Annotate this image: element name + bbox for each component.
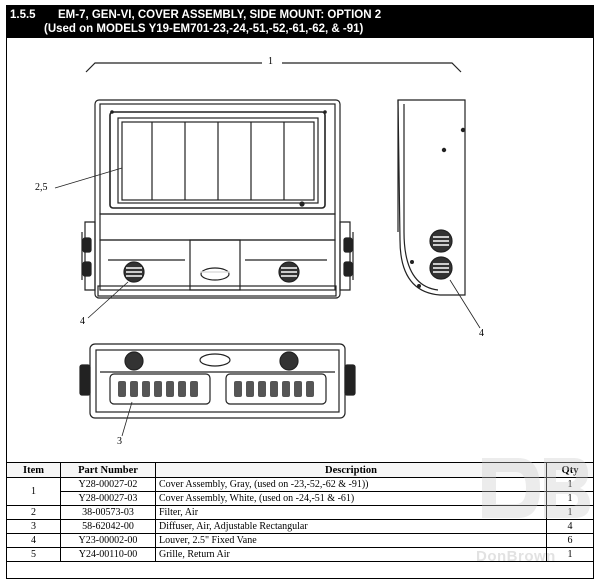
- row-description: Grille, Return Air: [155, 547, 547, 562]
- row-part-number: 38-00573-03: [60, 505, 156, 520]
- page-frame: [6, 38, 594, 579]
- row-description: Cover Assembly, White, (used on -24,-51 …: [155, 491, 547, 506]
- diffuser-slots: [118, 381, 314, 397]
- table-row: 2 38-00573-03 Filter, Air 1: [6, 505, 594, 520]
- row-part-number: Y28-00027-03: [60, 491, 156, 506]
- callout-diffuser: 3: [117, 436, 122, 447]
- assembly-drawing: [54, 62, 481, 437]
- side-view: [397, 99, 466, 296]
- table-row: 1 Y28-00027-02 Cover Assembly, Gray, (us…: [6, 477, 594, 506]
- table-row: 3 58-62042-00 Diffuser, Air, Adjustable …: [6, 519, 594, 534]
- row-item: 1: [6, 477, 61, 506]
- row-qty: 1: [546, 547, 594, 562]
- row-description: Diffuser, Air, Adjustable Rectangular: [155, 519, 547, 534]
- row-description: Cover Assembly, Gray, (used on -23,-52,-…: [155, 477, 547, 492]
- table-row: Y28-00027-03 Cover Assembly, White, (use…: [7, 491, 594, 506]
- header-qty: Qty: [546, 462, 594, 478]
- row-item: 4: [6, 533, 61, 548]
- table-header-row: Item Part Number Description Qty: [6, 462, 594, 478]
- header-part-number: Part Number: [60, 462, 156, 478]
- row-description: Louver, 2.5" Fixed Vane: [155, 533, 547, 548]
- callout-louver-side: 4: [479, 328, 484, 339]
- table-row: 4 Y23-00002-00 Louver, 2.5" Fixed Vane 6: [6, 533, 594, 548]
- section-number: 1.5.5: [10, 9, 36, 21]
- header-description: Description: [155, 462, 547, 478]
- section-subtitle: (Used on MODELS Y19-EM701-23,-24,-51,-52…: [44, 23, 364, 35]
- front-view: [81, 99, 354, 299]
- watermark-text: DonBrown: [476, 548, 556, 565]
- row-qty: 6: [546, 533, 594, 548]
- callout-grille: 2,5: [35, 182, 48, 193]
- section-header: 1.5.5 EM-7, GEN-VI, COVER ASSEMBLY, SIDE…: [6, 5, 594, 38]
- table-row: 5 Y24-00110-00 Grille, Return Air 1: [6, 547, 594, 562]
- row-item: 3: [6, 519, 61, 534]
- row-part-number: Y24-00110-00: [60, 547, 156, 562]
- row-item: 2: [6, 505, 61, 520]
- row-item: 5: [6, 547, 61, 562]
- row-qty: 1: [546, 505, 594, 520]
- dimension-line: [85, 62, 462, 73]
- parts-table: Item Part Number Description Qty 1 Y28-0…: [6, 462, 594, 562]
- header-item: Item: [6, 462, 61, 478]
- section-title: EM-7, GEN-VI, COVER ASSEMBLY, SIDE MOUNT…: [58, 9, 382, 21]
- row-part-number: 58-62042-00: [60, 519, 156, 534]
- row-part-number: Y23-00002-00: [60, 533, 156, 548]
- bottom-view: [79, 343, 356, 419]
- row-part-number: Y28-00027-02: [60, 477, 156, 492]
- row-qty: 4: [546, 519, 594, 534]
- row-description: Filter, Air: [155, 505, 547, 520]
- row-qty: 1: [546, 477, 594, 492]
- callout-louver-front: 4: [80, 316, 85, 327]
- dimension-label: 1: [268, 56, 273, 67]
- row-qty: 1: [546, 491, 594, 506]
